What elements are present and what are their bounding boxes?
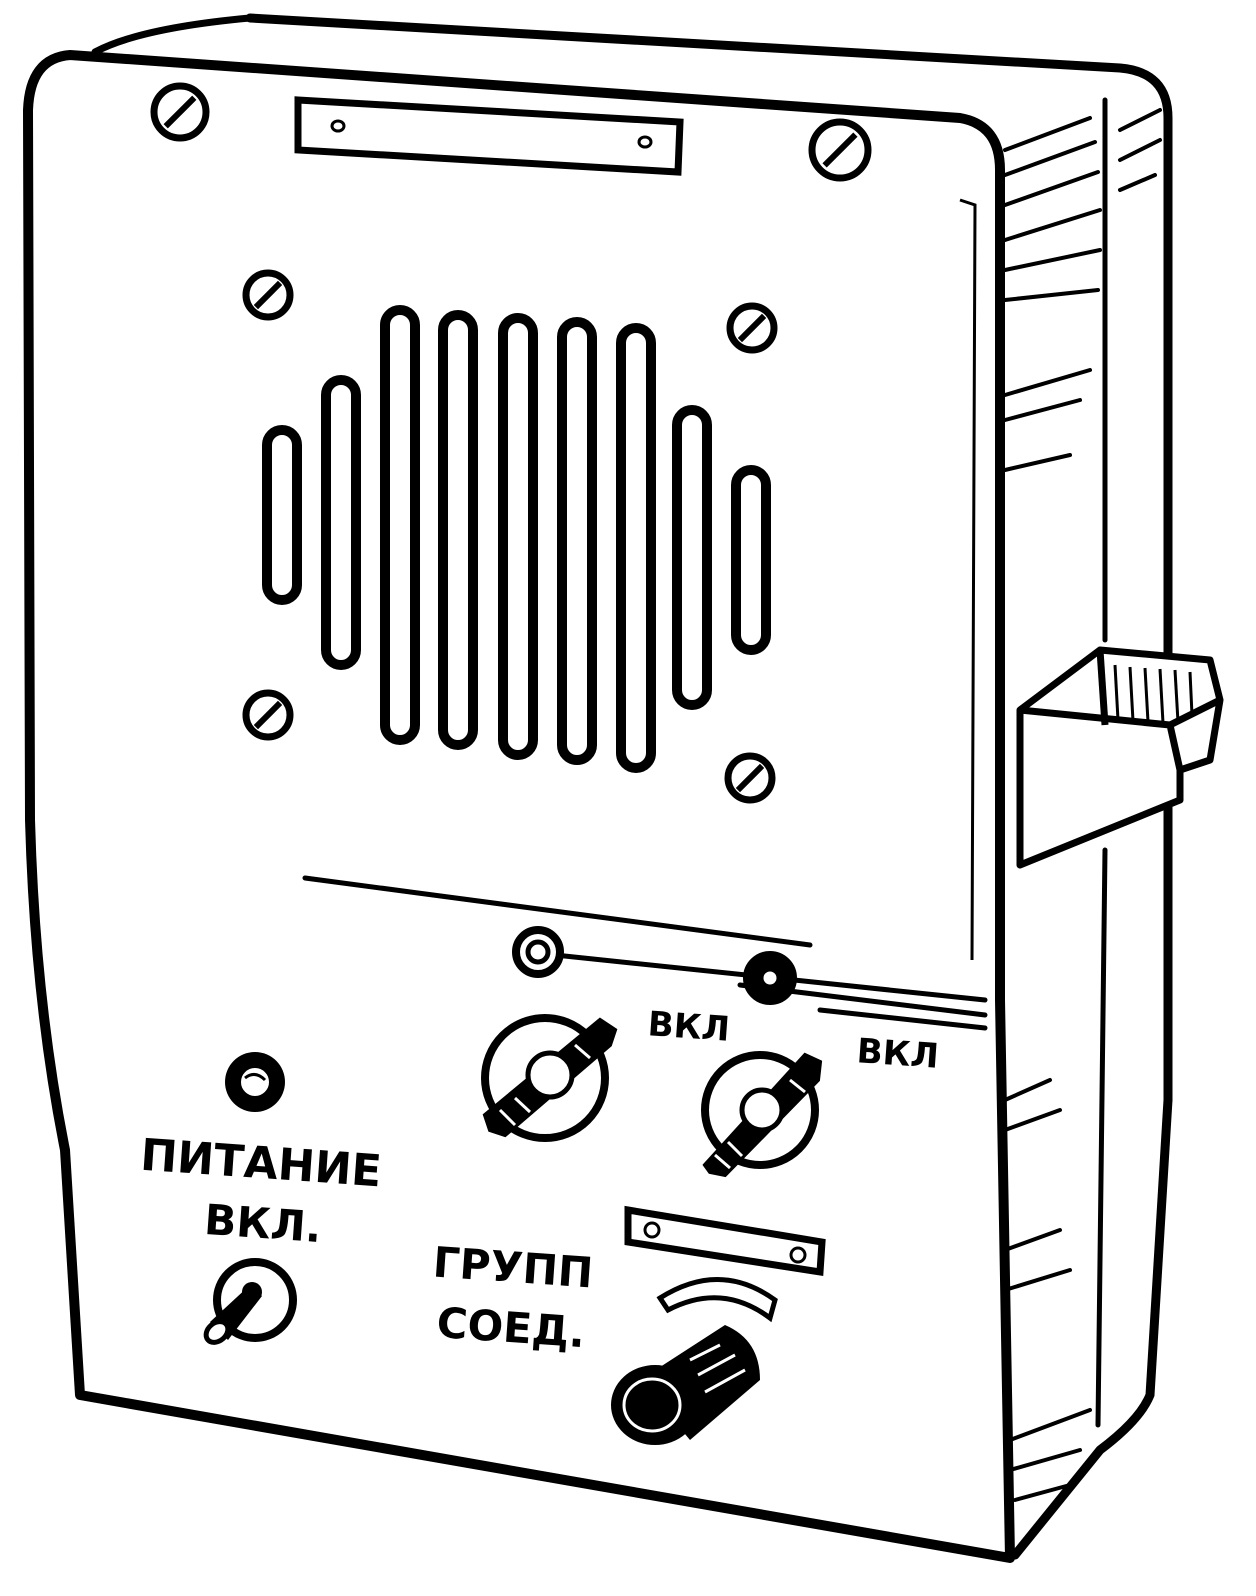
speaker-grille <box>262 305 771 773</box>
grille-slot <box>557 317 597 765</box>
grille-slot <box>672 405 712 710</box>
rotary-switch-1[interactable] <box>481 1014 618 1142</box>
grille-slot <box>262 425 302 605</box>
switch2-on-label: ВКЛ <box>855 1031 940 1077</box>
slotted-screw-icon <box>808 118 872 182</box>
slotted-screw-icon <box>726 302 778 354</box>
jack-socket-icon[interactable] <box>512 926 564 978</box>
speaker-panel-outline <box>959 198 977 961</box>
grille-slot <box>731 465 771 655</box>
dial-scale-arc <box>656 1277 778 1323</box>
power-on-label: ВКЛ. <box>203 1195 323 1252</box>
grille-slot <box>498 313 538 760</box>
grille-slot <box>616 323 656 773</box>
group-connection-label-line2: СОЕД. <box>435 1298 587 1357</box>
group-connection-label-line1: ГРУПП <box>431 1238 594 1298</box>
grille-slot <box>321 375 361 670</box>
screws-group <box>150 82 872 804</box>
jack-socket-icon[interactable] <box>743 951 797 1005</box>
group-connection-knob[interactable] <box>611 1325 760 1445</box>
lower-nameplate <box>624 1205 826 1277</box>
slotted-screw-icon <box>150 82 210 142</box>
switch1-on-label: ВКЛ <box>646 1004 731 1050</box>
grille-slot <box>438 310 478 750</box>
indicator-lamp-icon <box>225 1052 285 1112</box>
belt-clip <box>1016 646 1224 869</box>
power-toggle-switch[interactable] <box>202 1258 297 1347</box>
rotary-switch-2[interactable] <box>701 1051 823 1178</box>
top-nameplate <box>294 96 684 176</box>
slotted-screw-icon <box>242 269 294 321</box>
slotted-screw-icon <box>724 752 776 804</box>
slotted-screw-icon <box>242 689 294 741</box>
side-panel <box>91 13 1173 1560</box>
grille-slot <box>380 305 420 745</box>
